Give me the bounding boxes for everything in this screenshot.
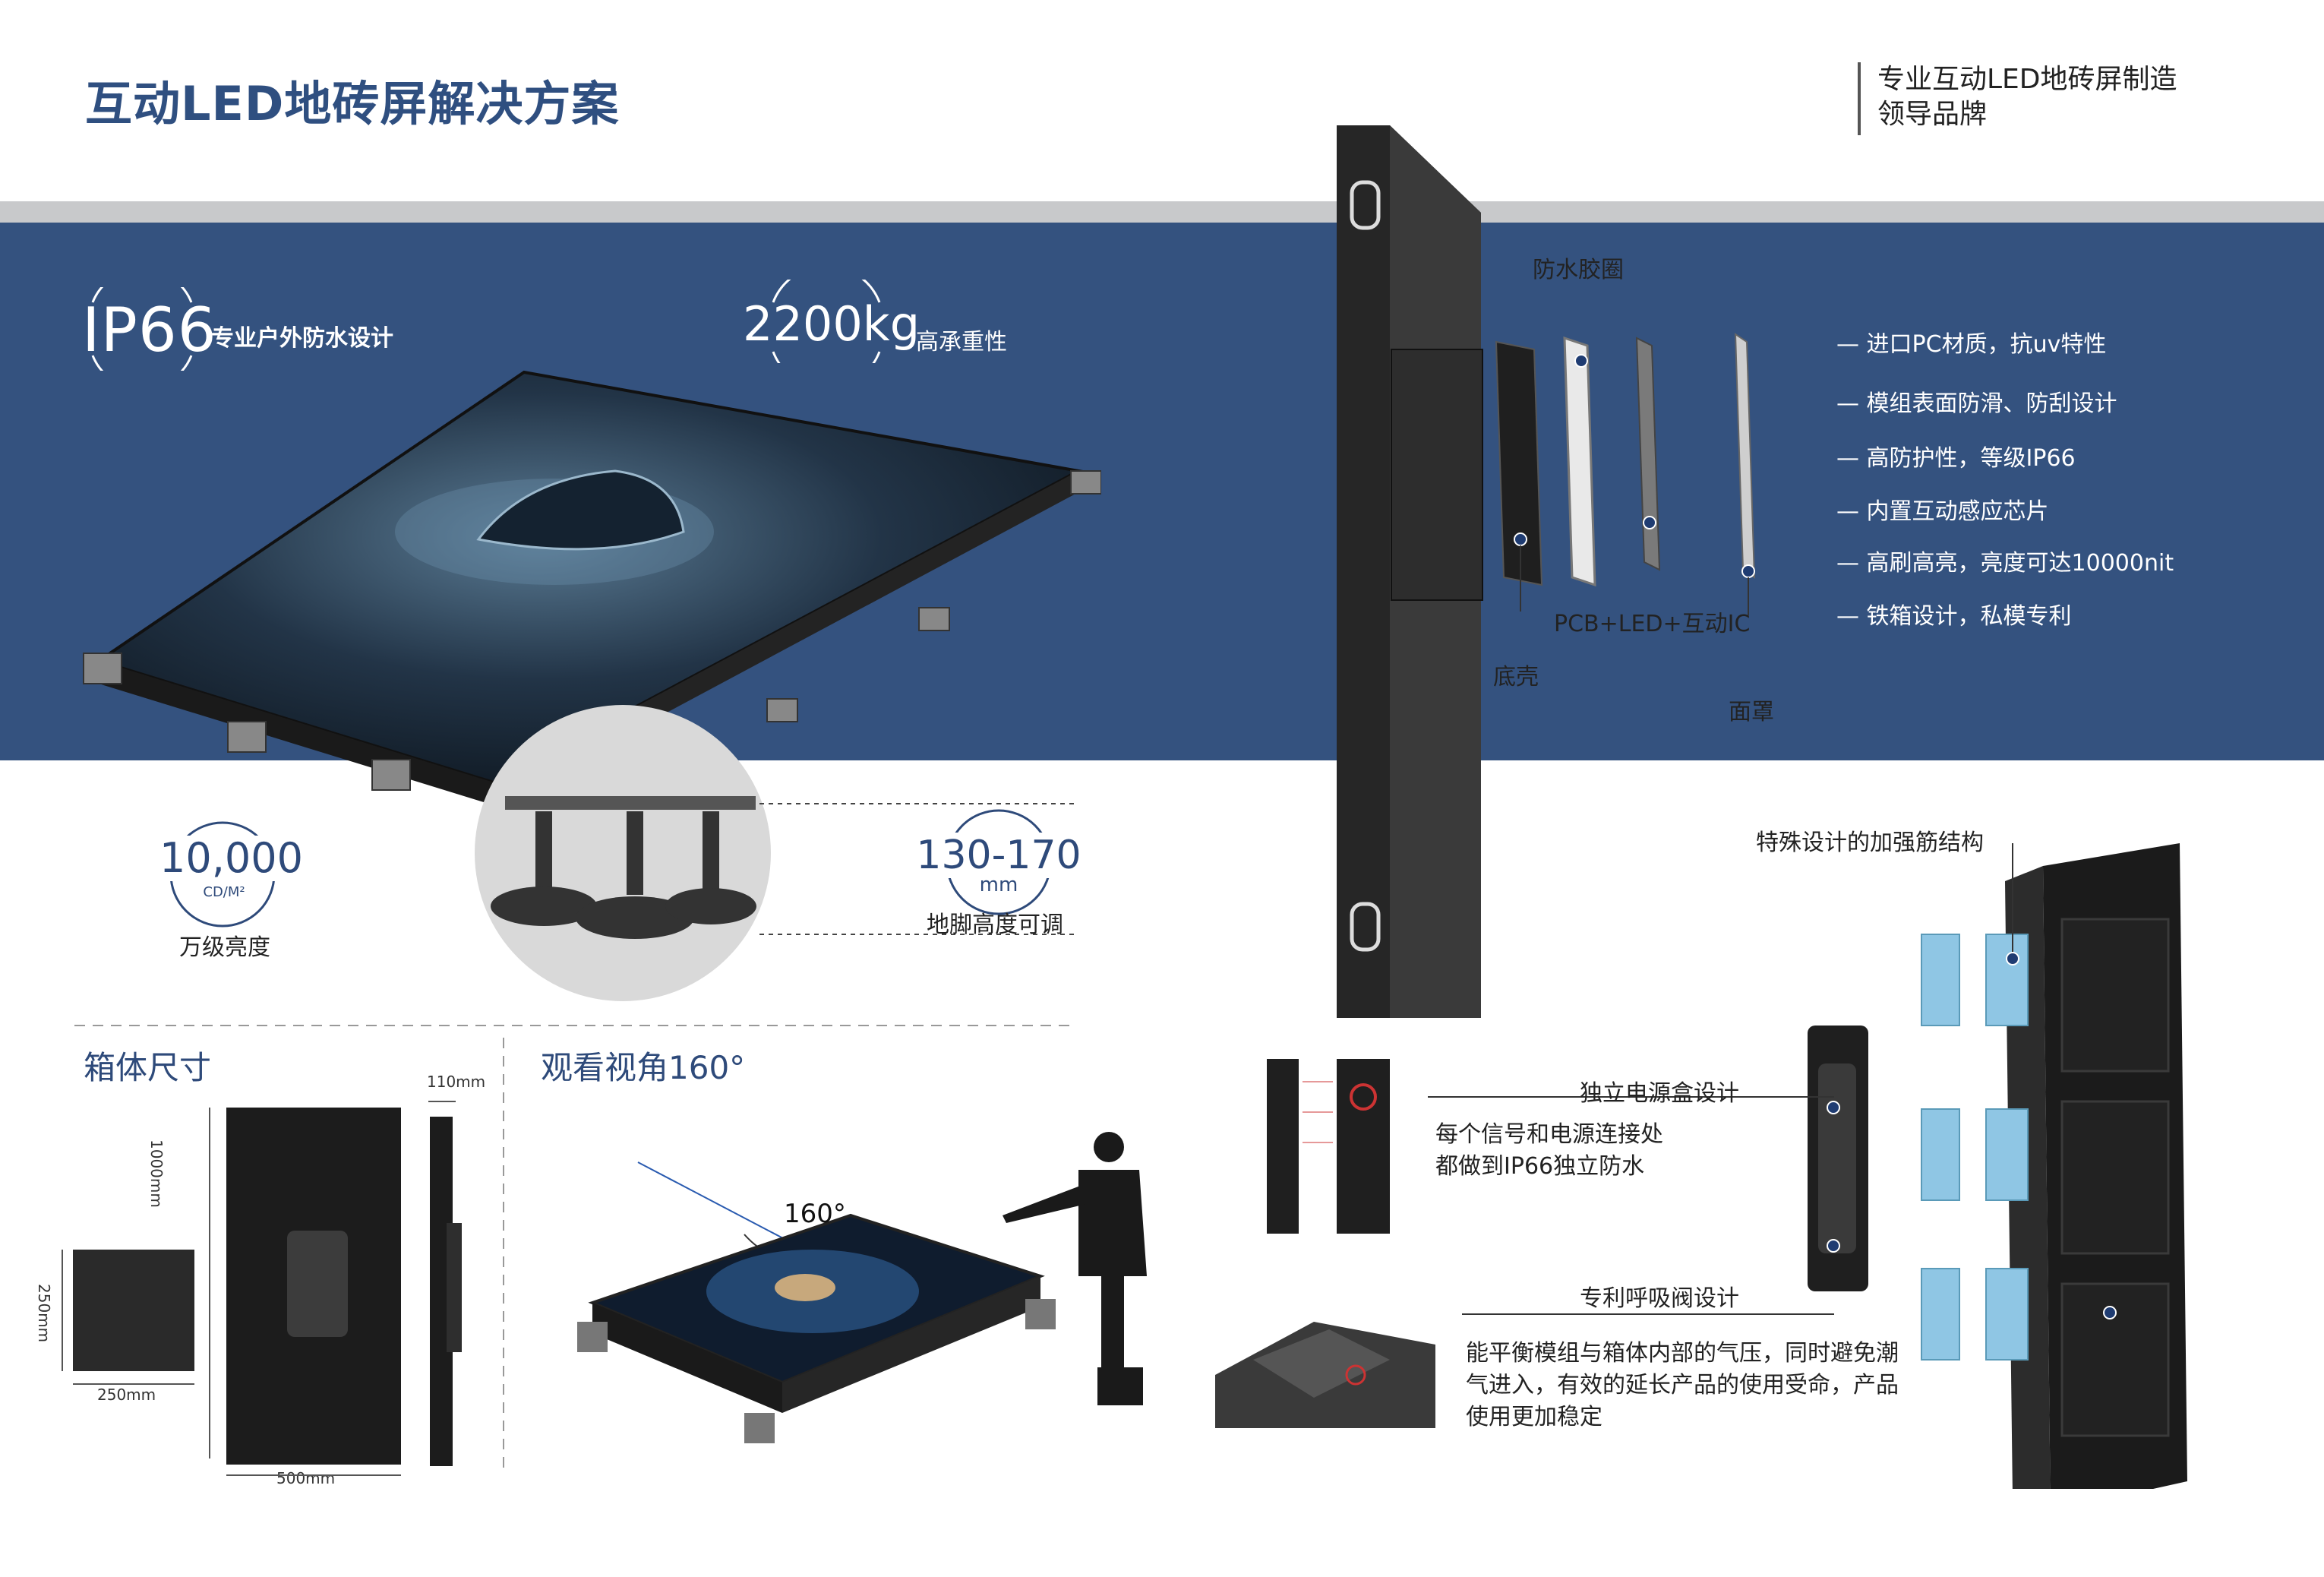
callout-lines bbox=[1428, 1096, 1834, 1315]
width-dimension: 500mm bbox=[276, 1469, 336, 1487]
valve-title: 专利呼吸阀设计 bbox=[1580, 1285, 1739, 1312]
brightness-unit: CD/M² bbox=[203, 884, 245, 900]
page-title: 互动LED地砖屏解决方案 bbox=[85, 76, 620, 131]
power-box-render bbox=[1808, 1026, 1868, 1291]
face-cover-label: 面罩 bbox=[1729, 699, 1774, 725]
viewing-angle-render bbox=[577, 1132, 1147, 1443]
load-value: 2200kg bbox=[743, 296, 920, 352]
feature-item: — 高防护性，等级IP66 bbox=[1836, 445, 2076, 472]
bottom-shell-label: 底壳 bbox=[1493, 664, 1539, 691]
feature-item: — 进口PC材质，抗uv特性 bbox=[1836, 331, 2107, 358]
connector-thumbnail bbox=[1267, 1059, 1390, 1234]
grey-divider-bar bbox=[0, 201, 2324, 223]
feature-item: — 铁箱设计，私模专利 bbox=[1836, 603, 2072, 630]
gasket-label: 防水胶圈 bbox=[1533, 257, 1624, 283]
cabinet-dimension-drawings bbox=[62, 1101, 462, 1476]
feature-item: — 模组表面防滑、防刮设计 bbox=[1836, 390, 2117, 417]
adjustable-foot-closeup bbox=[475, 705, 771, 1001]
feature-item: — 高刷高亮，亮度可达10000nit bbox=[1836, 550, 2174, 577]
valve-desc-line-2: 气进入，有效的延长产品的使用受命，产品 bbox=[1466, 1372, 1899, 1398]
cabinet-frame-render bbox=[1921, 843, 2187, 1489]
viewing-angle-value: 160° bbox=[784, 1199, 846, 1229]
foot-dashed-guides bbox=[759, 803, 1078, 935]
module-exploded-view bbox=[1495, 333, 1756, 615]
breathing-valve-thumbnail bbox=[1215, 1322, 1435, 1428]
valve-desc-line-1: 能平衡模组与箱体内部的气压，同时避免潮 bbox=[1466, 1340, 1899, 1367]
viewing-angle-heading: 观看视角160° bbox=[541, 1049, 746, 1086]
cabinet-side-render bbox=[1337, 125, 1483, 1018]
rib-structure-label: 特殊设计的加强筋结构 bbox=[1756, 830, 1984, 856]
load-arc-icon bbox=[772, 280, 881, 363]
section-dividers bbox=[74, 1025, 1069, 1471]
brightness-value: 10,000 bbox=[159, 834, 303, 882]
ip66-value: IP66 bbox=[82, 295, 217, 365]
depth-dimension: 110mm bbox=[427, 1073, 486, 1091]
ip66-label: 专业户外防水设计 bbox=[211, 325, 393, 352]
feet-value: 130-170 bbox=[911, 833, 1086, 878]
feet-label: 地脚高度可调 bbox=[927, 912, 1063, 938]
load-badge: 2200kg bbox=[743, 280, 920, 363]
feet-unit: mm bbox=[979, 874, 1018, 896]
valve-desc-line-3: 使用更加稳定 bbox=[1466, 1404, 1602, 1430]
brightness-label: 万级亮度 bbox=[179, 934, 270, 961]
cabinet-size-heading: 箱体尺寸 bbox=[84, 1049, 212, 1086]
psu-title: 独立电源盒设计 bbox=[1580, 1080, 1739, 1107]
module-width-dimension: 250mm bbox=[97, 1386, 156, 1404]
ip66-badge: IP66 bbox=[82, 287, 217, 371]
feature-item: — 内置互动感应芯片 bbox=[1836, 498, 2049, 525]
tagline-line-2: 领导品牌 bbox=[1877, 99, 1988, 130]
brand-tagline: 专业互动LED地砖屏制造 领导品牌 bbox=[1858, 62, 2177, 135]
ip66-arc-icon bbox=[91, 287, 193, 371]
load-label: 高承重性 bbox=[916, 329, 1007, 356]
pcb-label: PCB+LED+互动IC bbox=[1554, 611, 1751, 637]
module-height-dimension: 250mm bbox=[35, 1284, 53, 1343]
floor-tile-render bbox=[83, 370, 1101, 805]
psu-desc-line-1: 每个信号和电源连接处 bbox=[1435, 1121, 1663, 1148]
tagline-line-1: 专业互动LED地砖屏制造 bbox=[1877, 64, 2177, 95]
psu-desc-line-2: 都做到IP66独立防水 bbox=[1435, 1153, 1645, 1180]
